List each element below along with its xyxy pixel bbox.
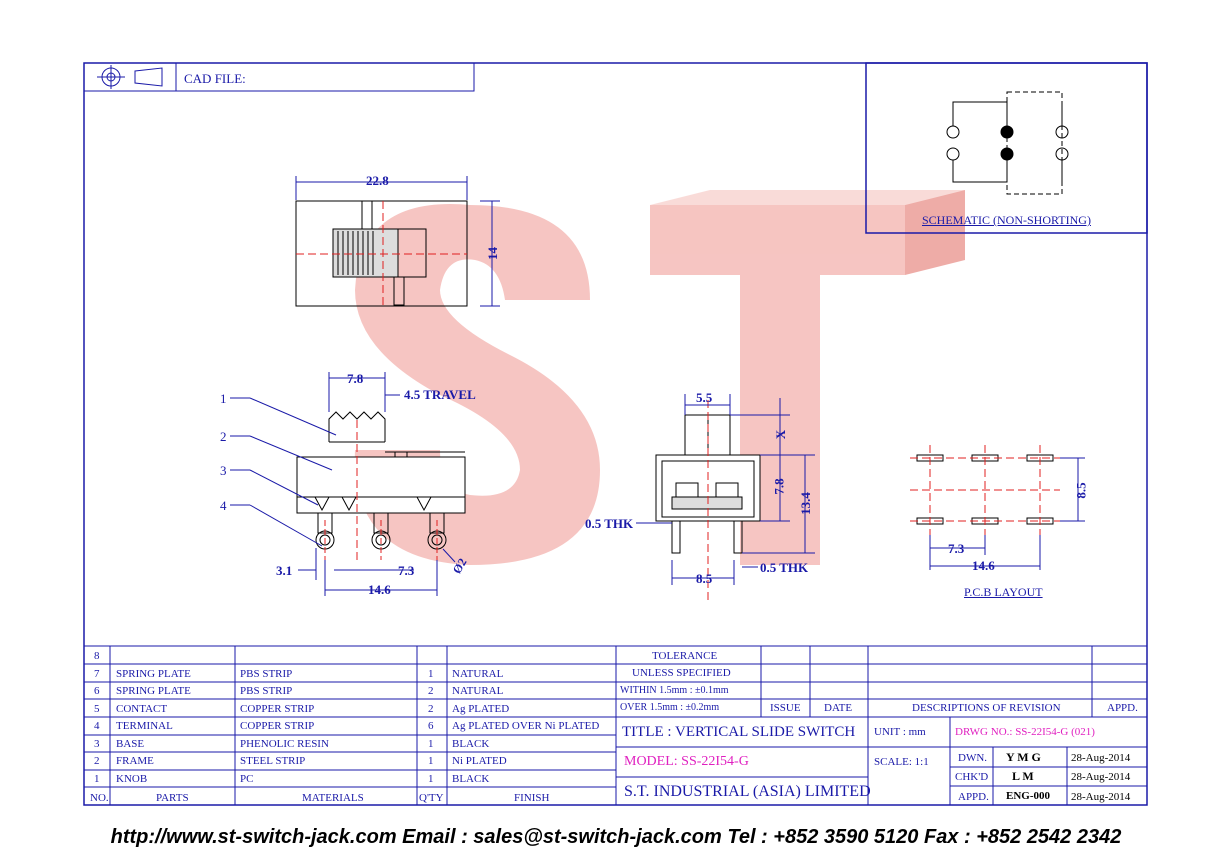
dim-thk-left: 0.5 THK (585, 516, 634, 531)
appd-date: 28-Aug-2014 (1071, 791, 1131, 803)
bom-header-parts: PARTS (156, 792, 189, 804)
dim-side-body: 7.8 (771, 478, 787, 495)
bom-header-finish: FINISH (514, 792, 550, 804)
chk-label: CHK'D (955, 771, 989, 783)
dwn-label: DWN. (958, 752, 988, 764)
tolerance-within: WITHIN 1.5mm : ±0.1mm (620, 685, 729, 696)
callout-4: 4 (220, 498, 227, 513)
dim-top-width: 22.8 (366, 173, 389, 188)
bom-cell-qty: 1 (428, 738, 434, 750)
pcb-caption: P.C.B LAYOUT (964, 585, 1043, 599)
bom-cell-finish: BLACK (452, 773, 490, 785)
drawing-number: DRWG NO.: SS-22I54-G (021) (955, 726, 1095, 738)
bom-cell-material: COPPER STRIP (240, 703, 315, 715)
bom-cell-material: STEEL STRIP (240, 755, 306, 767)
date-label: DATE (824, 702, 853, 714)
bom-cell-material: COPPER STRIP (240, 720, 315, 732)
chk-date: 28-Aug-2014 (1071, 771, 1131, 783)
appd-label: APPD. (958, 791, 989, 803)
bom-header-no: NO. (90, 792, 109, 804)
pcb-layout-drawing (910, 445, 1085, 570)
appd-header: APPD. (1107, 702, 1138, 714)
bom-cell-no: 1 (94, 773, 100, 785)
bom-cell-qty: 1 (428, 755, 434, 767)
bom-cell-finish: Ag PLATED OVER Ni PLATED (452, 720, 600, 732)
bom-cell-material: PHENOLIC RESIN (240, 738, 329, 750)
dim-side-knob: 5.5 (696, 390, 713, 405)
bom-cell-no: 5 (94, 703, 100, 715)
dim-pcb-height: 8.5 (1073, 482, 1089, 499)
bom-cell-finish: NATURAL (452, 668, 504, 680)
dwn-value: Y M G (1006, 750, 1041, 764)
bom-cell-part: KNOB (116, 773, 148, 785)
bom-cell-qty: 1 (428, 773, 434, 785)
bom-header-qty: Q'TY (419, 792, 444, 804)
side-view-dimensions (636, 394, 815, 585)
bom-cell-part: CONTACT (116, 703, 168, 715)
dim-thk-right: 0.5 THK (760, 560, 809, 575)
dim-pin-pitch: 7.3 (398, 563, 415, 578)
top-view-drawing (295, 176, 500, 307)
bom-cell-part: FRAME (116, 755, 154, 767)
revision-descriptions-label: DESCRIPTIONS OF REVISION (912, 702, 1061, 714)
bom-header-materials: MATERIALS (302, 792, 364, 804)
bom-cell-no: 3 (94, 738, 100, 750)
dim-travel: 4.5 TRAVEL (404, 387, 476, 402)
tolerance-title: TOLERANCE (652, 650, 718, 662)
model-number: MODEL: SS-22I54-G (624, 754, 749, 769)
tolerance-over: OVER 1.5mm : ±0.2mm (620, 702, 720, 713)
bom-cell-qty: 6 (428, 720, 434, 732)
drawing-title: TITLE : VERTICAL SLIDE SWITCH (622, 724, 856, 740)
cad-file-label: CAD FILE: (184, 71, 246, 86)
dim-knob-width: 7.8 (347, 371, 364, 386)
dwn-date: 28-Aug-2014 (1071, 752, 1131, 764)
bom-cell-no: 6 (94, 685, 100, 697)
projection-symbol-icon (97, 65, 163, 89)
front-view-dimensions (230, 372, 456, 596)
front-view-drawing (296, 411, 466, 560)
side-view-drawing (655, 400, 761, 600)
company-name: S.T. INDUSTRIAL (ASIA) LIMITED (624, 783, 871, 800)
bom-cell-material: PBS STRIP (240, 685, 293, 697)
bom-grid (84, 645, 1147, 805)
bom-cell-finish: NATURAL (452, 685, 504, 697)
dim-side-x: X (773, 429, 789, 440)
dim-side-total: 13.4 (797, 492, 813, 515)
bom-cell-qty: 1 (428, 668, 434, 680)
bom-cell-no: 7 (94, 668, 100, 680)
issue-label: ISSUE (770, 702, 801, 714)
schematic-diagram (946, 91, 1069, 195)
bom-cell-no: 8 (94, 650, 100, 662)
dim-side-base: 8.5 (696, 571, 713, 586)
tolerance-sub: UNLESS SPECIFIED (632, 667, 731, 679)
unit-label: UNIT : mm (874, 726, 926, 738)
callout-1: 1 (220, 391, 227, 406)
bom-cell-qty: 2 (428, 685, 434, 697)
appd-value: ENG-000 (1006, 790, 1050, 802)
bom-cell-finish: Ag PLATED (452, 703, 510, 715)
bom-cell-part: BASE (116, 738, 145, 750)
bom-cell-part: TERMINAL (116, 720, 173, 732)
bom-cell-finish: BLACK (452, 738, 490, 750)
bom-cell-part: SPRING PLATE (116, 668, 191, 680)
bom-cell-finish: Ni PLATED (452, 755, 507, 767)
scale-label: SCALE: 1:1 (874, 756, 929, 768)
dim-top-height: 14 (485, 247, 500, 260)
bom-cell-material: PC (240, 773, 254, 785)
dim-pin-offset: 3.1 (276, 563, 293, 578)
bom-cell-qty: 2 (428, 703, 434, 715)
dim-pin-span: 14.6 (368, 582, 391, 597)
callout-2: 2 (220, 429, 227, 444)
callout-3: 3 (220, 463, 227, 478)
contact-footer: http://www.st-switch-jack.com Email : sa… (110, 826, 1122, 848)
dim-pcb-span: 14.6 (972, 558, 995, 573)
bom-cell-no: 2 (94, 755, 100, 767)
bom-cell-part: SPRING PLATE (116, 685, 191, 697)
chk-value: L M (1012, 769, 1034, 783)
bom-cell-no: 4 (94, 720, 100, 732)
schematic-caption: SCHEMATIC (NON-SHORTING) (922, 213, 1091, 227)
dim-pcb-pitch: 7.3 (948, 541, 965, 556)
bom-cell-material: PBS STRIP (240, 668, 293, 680)
